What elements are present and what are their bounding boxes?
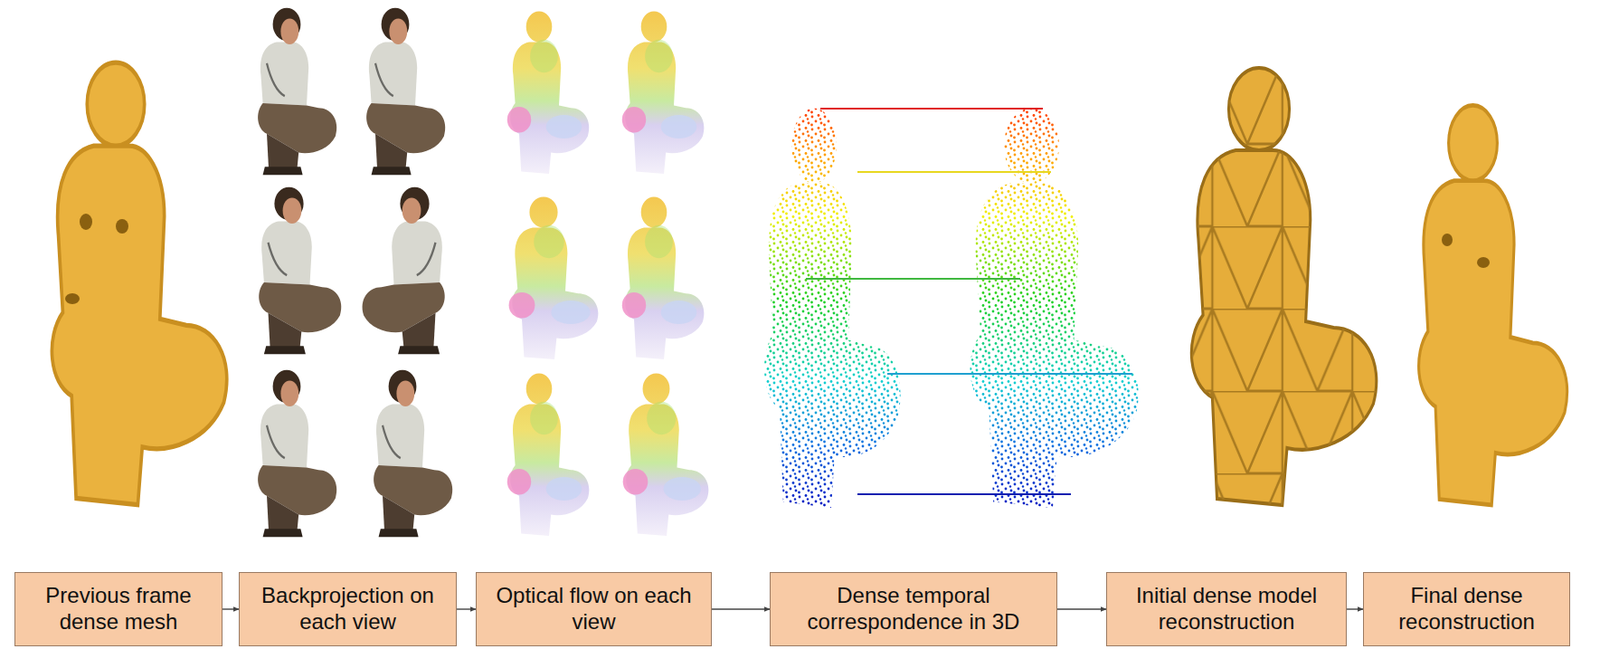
box-label: Dense temporal correspondence in 3D (777, 582, 1050, 635)
flow-arrow (456, 607, 476, 609)
flow-arrow (711, 607, 770, 609)
process-box: Backprojection on each view (238, 571, 457, 646)
box-label: Optical flow on each view (483, 582, 704, 635)
box-label: Previous frame dense mesh (22, 582, 215, 635)
flow-arrow (222, 607, 239, 609)
box-label: Initial dense model reconstruction (1114, 582, 1339, 635)
process-box: Final dense reconstruction (1363, 571, 1571, 646)
process-box: Previous frame dense mesh (14, 571, 223, 646)
camera-views (257, 8, 453, 538)
correspondence-lines (805, 108, 1133, 494)
flow-arrow (1057, 607, 1107, 609)
optical-flow-maps (507, 11, 710, 536)
flow-arrow (1346, 607, 1364, 609)
mesh-figure (51, 62, 227, 505)
process-box: Optical flow on each view (475, 571, 712, 646)
process-box: Dense temporal correspondence in 3D (769, 571, 1058, 646)
coarse-mesh (1191, 67, 1376, 505)
point-cloud (714, 102, 1149, 512)
process-box: Initial dense model reconstruction (1106, 571, 1347, 646)
point-cloud (714, 102, 1149, 512)
box-label: Backprojection on each view (246, 582, 449, 635)
box-label: Final dense reconstruction (1371, 582, 1563, 635)
mesh-figure (1419, 104, 1568, 505)
